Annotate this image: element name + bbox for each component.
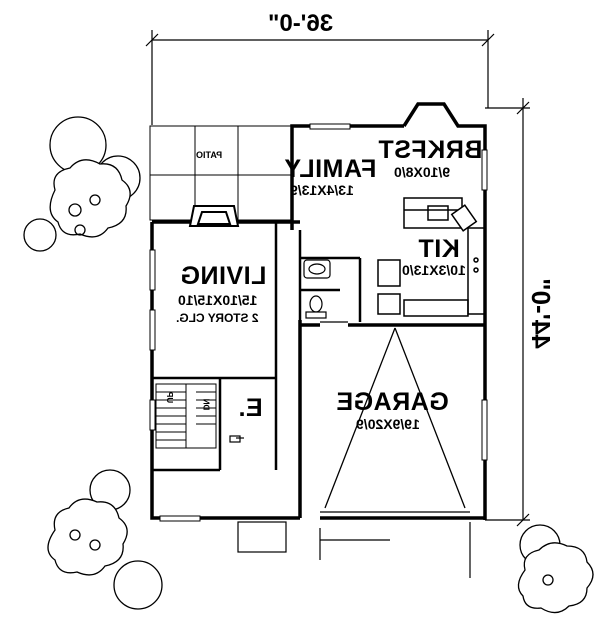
depth-dimension-line — [485, 98, 530, 527]
living-room-name: LIVING — [180, 262, 267, 290]
living-room-size: 15/10X15/10 — [178, 292, 258, 308]
tree-group-top-left — [23, 116, 141, 252]
stairs — [155, 383, 217, 449]
fireplace — [188, 205, 240, 227]
brkfst-room-name: BRKFST — [378, 136, 483, 164]
width-dimension-line — [145, 30, 495, 125]
overall-depth-label: 44'-0" — [525, 278, 556, 349]
kit-room-size: 10/3X13/0 — [402, 262, 466, 278]
doors — [229, 321, 348, 443]
entry-room-name: E. — [238, 394, 263, 422]
living-room-note: 2 STORY CLG. — [176, 311, 259, 325]
kitchen-counters — [377, 197, 485, 317]
garage-room-size: 19/9X20/9 — [356, 416, 420, 432]
kit-room-name: KIT — [418, 235, 460, 263]
bathroom-fixtures — [303, 259, 331, 319]
family-room-size: 13/4X13/9 — [290, 182, 354, 198]
stairs-up-label: UP — [165, 391, 175, 404]
stairs-dn-label: DN — [201, 398, 211, 411]
garage-room-name: GARAGE — [336, 388, 449, 416]
tree-group-bottom-right — [517, 524, 594, 614]
garage-door-lines — [320, 327, 470, 513]
patio-label: PATIO — [196, 150, 223, 160]
interior-walls — [152, 222, 362, 472]
brkfst-room-size: 9/10X8/0 — [394, 164, 451, 180]
walkway — [237, 521, 471, 578]
windows — [149, 123, 488, 522]
tree-group-bottom-left — [47, 469, 163, 610]
overall-width-label: 36'-0" — [268, 10, 334, 37]
family-room-name: FAMILY — [284, 155, 377, 183]
